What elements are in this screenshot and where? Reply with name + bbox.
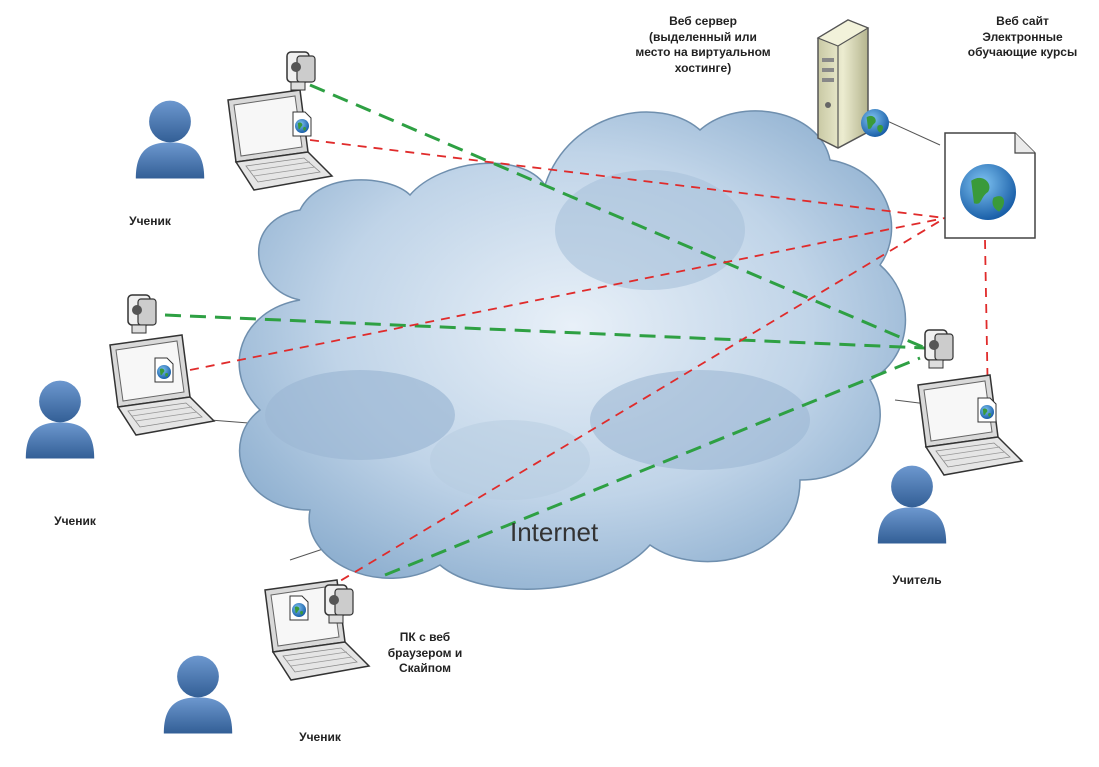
pc-note-label: ПК с веб браузером и Скайпом <box>387 630 463 676</box>
webcam-icon <box>127 294 157 334</box>
network-link <box>884 119 941 146</box>
internet-cloud <box>238 110 907 590</box>
web-links <box>189 139 989 606</box>
webcam-icon <box>324 584 354 624</box>
globe-icon <box>157 365 171 379</box>
server-icon <box>816 19 870 149</box>
website-label: Веб сайт Электронные обучающие курсы <box>967 14 1078 60</box>
globe-icon <box>980 405 994 419</box>
laptop-icon <box>109 334 215 436</box>
globe-icon <box>292 603 306 617</box>
web-link-bottom-student <box>299 217 946 606</box>
internet-label: Internet <box>510 517 599 547</box>
student-label-bottom: Ученик <box>299 730 341 744</box>
teacher-label: Учитель <box>892 573 942 587</box>
web-link-teacher <box>984 239 989 406</box>
skype-link-middle-student <box>164 313 926 350</box>
skype-link-bottom-student <box>384 356 921 577</box>
globe-icon <box>295 119 309 133</box>
student-label-middle: Ученик <box>54 514 96 528</box>
globe-icon <box>861 109 889 137</box>
person-icon <box>25 380 95 459</box>
web-link-middle-student <box>189 217 946 371</box>
globe-icon <box>960 164 1016 220</box>
skype-link-top-student <box>309 83 931 352</box>
skype-links <box>164 83 931 577</box>
laptop-icon <box>917 374 1023 476</box>
person-icon <box>135 100 205 179</box>
web-link-top-student <box>309 139 946 219</box>
person-icon <box>877 465 947 544</box>
webcam-icon <box>924 329 954 369</box>
student-label-top: Ученик <box>129 214 171 228</box>
person-icon <box>163 655 233 734</box>
server-label: Веб сервер (выделенный или место на вирт… <box>635 14 771 75</box>
